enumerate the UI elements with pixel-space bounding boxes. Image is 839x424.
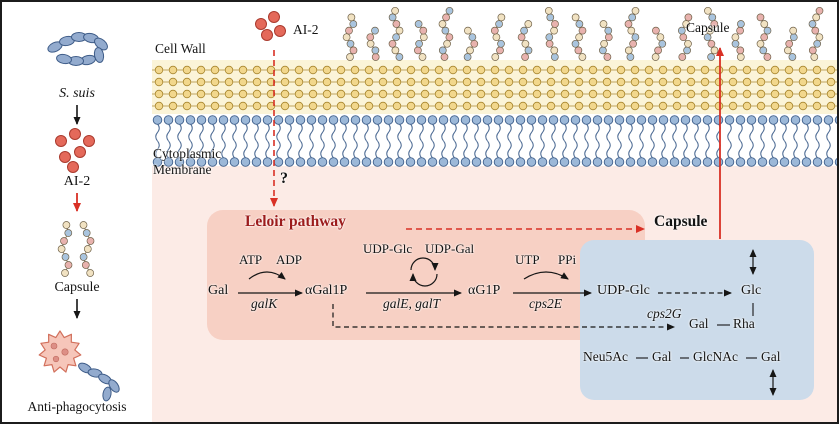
ai2-molecules-left [55, 128, 95, 173]
leloir-pathway-box [207, 210, 645, 340]
cytoplasmic-membrane-label-line2: Membrane [153, 162, 212, 177]
anti-phagocytosis-label: Anti-phagocytosis [27, 399, 127, 414]
udp-cycle-top-arrow [410, 257, 439, 271]
enzyme-cps2e: cps2E [529, 296, 562, 311]
atp-adp-curved-arrow [248, 271, 286, 280]
metabolite-gal: Gal [208, 283, 229, 298]
cytoplasmic-membrane-label-line1: Cytoplasmic [153, 146, 222, 161]
cofactor-utp: UTP [515, 252, 540, 267]
capsule-top-label: Capsule [686, 20, 730, 35]
cofactor-udp-gal: UDP-Gal [425, 241, 475, 256]
unit-rha: Rha [733, 316, 755, 331]
unit-glcnac: GlcNAc [693, 349, 738, 364]
cell-wall-graphic [152, 60, 837, 114]
cofactor-atp: ATP [239, 252, 263, 267]
unit-neu5ac: Neu5Ac [583, 349, 628, 364]
cps2g-dashed-arrow [332, 304, 675, 331]
escaping-bacteria-graphic [78, 362, 120, 402]
ai2-left-label: AI-2 [63, 174, 91, 189]
enzyme-cps2g: cps2G [647, 306, 682, 321]
leloir-pathway-title: Leloir pathway [245, 213, 346, 230]
metabolite-udp-glc: UDP-Glc [597, 283, 650, 298]
ai2-main-label: AI-2 [293, 22, 319, 37]
unit-gal-c: Gal [761, 349, 781, 364]
s-suis-bacteria-graphic [47, 32, 108, 66]
capsule-unit-bonds [636, 303, 757, 359]
phagocyte-cell-graphic [38, 330, 82, 373]
capsule-chains-graphic [342, 6, 824, 61]
utp-ppi-curved-arrow [523, 271, 569, 280]
enzyme-galk: galK [251, 296, 278, 311]
udp-cycle-bottom-arrow [409, 273, 438, 287]
metabolite-ag1p: αG1P [468, 283, 501, 298]
metabolite-agal1p: αGal1P [305, 283, 348, 298]
engulfed-particles-graphic [50, 342, 69, 363]
capsule-polysaccharide-left [57, 221, 95, 277]
cofactor-ppi: PPi [558, 252, 577, 267]
capsule-synthesis-box [580, 240, 814, 400]
unit-gal-a: Gal [689, 316, 709, 331]
metabolite-glc: Glc [741, 283, 762, 298]
cofactor-adp: ADP [276, 252, 303, 267]
capsule-left-label: Capsule [54, 280, 100, 295]
cytoplasmic-membrane-graphic [152, 115, 837, 167]
ai2-molecules-main [255, 11, 286, 41]
unit-gal-b: Gal [652, 349, 672, 364]
cofactor-udp-glc: UDP-Glc [363, 241, 413, 256]
s-suis-label: S. suis [59, 86, 95, 101]
capsule-target-label: Capsule [654, 213, 708, 230]
unknown-transport-label: ? [280, 170, 288, 187]
cell-wall-label: Cell Wall [155, 41, 206, 56]
enzyme-gale-galt: galE, galT [383, 296, 441, 311]
